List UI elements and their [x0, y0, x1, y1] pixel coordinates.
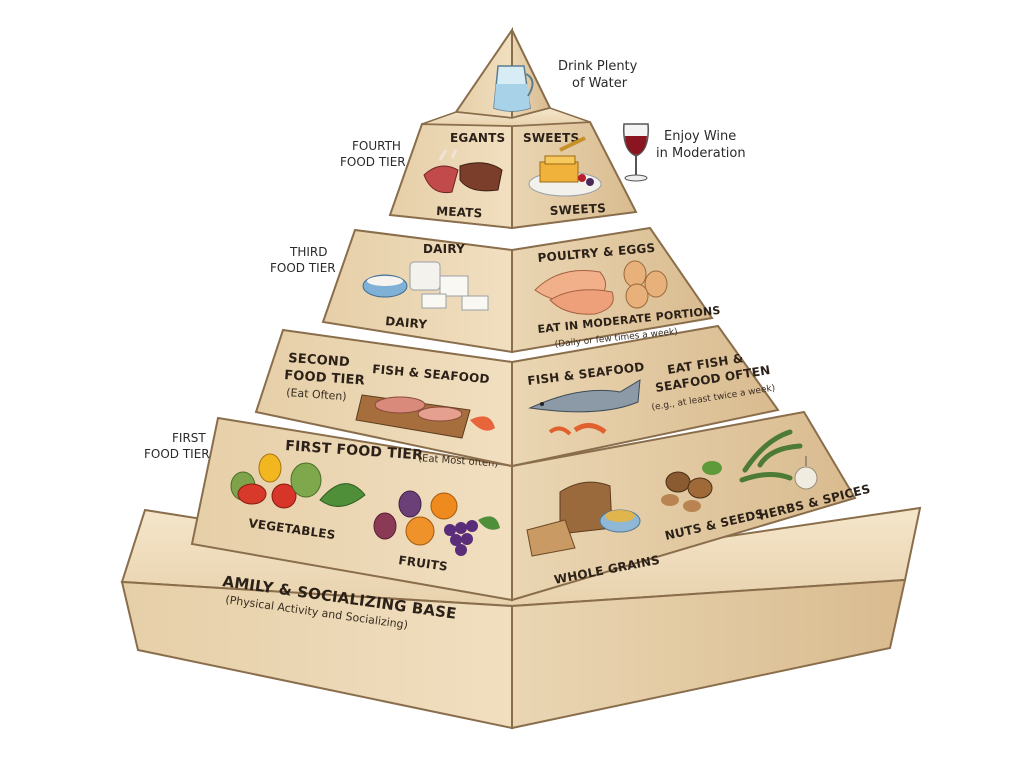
fish-icon [528, 379, 641, 436]
tier3-left-face [321, 228, 513, 354]
whole-grains-icon [526, 481, 641, 557]
fruits-label: FRUITS [398, 553, 449, 574]
fourth-tier-label-line1: FOURTH [352, 139, 401, 153]
fruits-icon [373, 490, 500, 556]
fourth-tier-label-line2: FOOD TIER [340, 155, 406, 169]
base-tier: AMILY & SOCIALIZING BASE (Physical Activ… [120, 506, 922, 730]
wine-note: Enjoy Wine in Moderation [623, 123, 746, 182]
nuts-seeds-icon [661, 461, 722, 512]
tier4-left-bottom: MEATS [436, 204, 483, 220]
tier4-right-bottom: SWEETS [549, 201, 606, 218]
meats-icon [423, 149, 503, 194]
first-tier-label-line1: FIRST [172, 431, 206, 445]
apex-ledge [421, 107, 591, 127]
sweets-icon [528, 136, 602, 197]
wine-note-line2: in Moderation [656, 146, 746, 161]
vegetables-icon [230, 453, 366, 509]
water-note: Drink Plenty of Water [558, 59, 638, 91]
water-pitcher-icon [493, 65, 534, 112]
water-note-line2: of Water [572, 76, 628, 91]
fourth-food-tier: EGANTS MEATS SWEETS SWEETS [388, 120, 638, 230]
dairy-icon [362, 261, 489, 311]
tier3-left-bottom: DAIRY [385, 314, 428, 332]
tier3-right-face [511, 226, 714, 354]
tier4-left-top: EGANTS [450, 131, 505, 145]
herbs-spices-icon [739, 429, 818, 490]
tier2-right-face [511, 324, 780, 468]
third-tier-label-line1: THIRD [289, 245, 327, 259]
water-note-line1: Drink Plenty [558, 59, 638, 74]
second-tier-label-sub: (Eat Often) [286, 386, 347, 403]
first-food-tier: FIRST FOOD TIER (Eat Most often) VEGETAB… [190, 410, 872, 602]
second-tier-label-line1: SECOND [288, 351, 351, 370]
poultry-eggs-icon [534, 260, 668, 315]
base-right-face [511, 578, 907, 730]
third-food-tier: DAIRY DAIRY POULTRY & EGGS EAT IN MODERA… [321, 226, 721, 354]
wine-glass-icon [623, 123, 649, 182]
second-tier-label-line2: FOOD TIER [284, 368, 366, 389]
third-tier-label-line2: FOOD TIER [270, 261, 336, 275]
second-food-tier: FISH & SEAFOOD FISH & SEAFOOD EAT FISH &… [254, 324, 780, 468]
fish-board-icon [355, 394, 495, 439]
wine-note-line1: Enjoy Wine [664, 129, 736, 144]
side-labels: FOURTH FOOD TIER THIRD FOOD TIER SECOND … [144, 139, 406, 461]
first-tier-label-line2: FOOD TIER [144, 447, 210, 461]
tier4-right-top: SWEETS [523, 131, 579, 145]
apex-tier [421, 26, 591, 127]
tier3-left-top: DAIRY [423, 242, 465, 256]
